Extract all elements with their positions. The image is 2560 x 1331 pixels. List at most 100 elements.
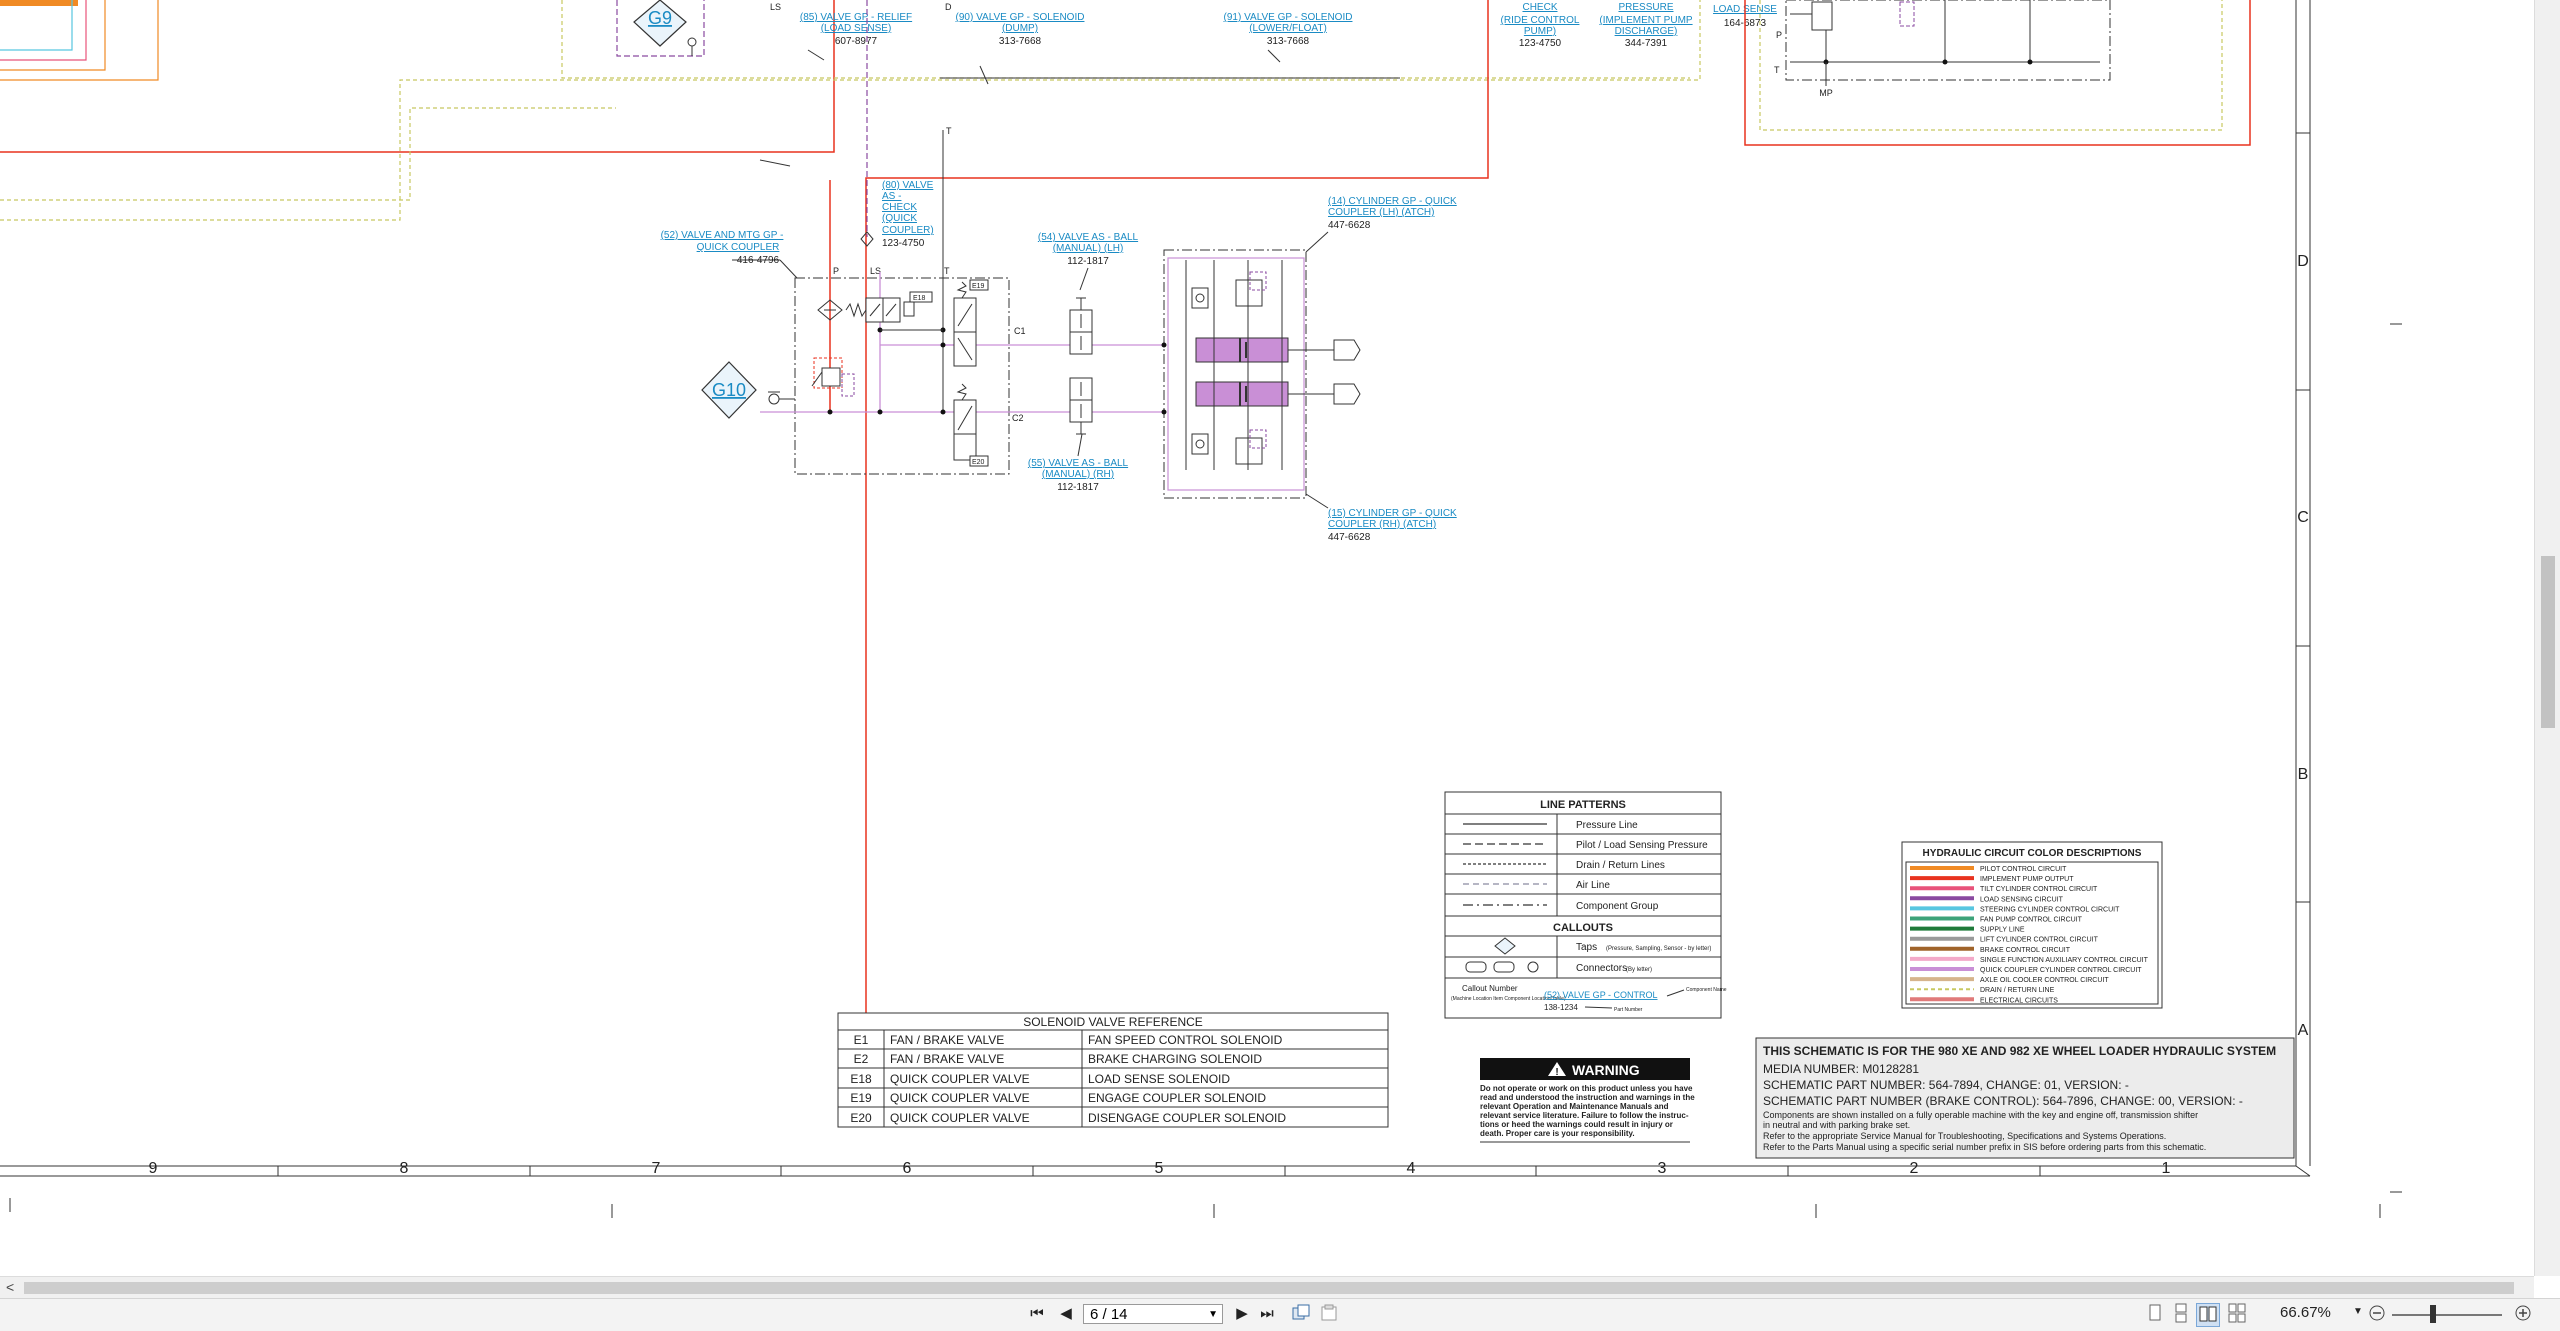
svg-text:CHECK: CHECK <box>882 202 917 213</box>
svg-text:D: D <box>945 2 952 12</box>
cyl-rh-link[interactable]: (15) CYLINDER GP - QUICK <box>1328 508 1457 519</box>
svg-text:LS: LS <box>870 266 881 276</box>
previous-page-button[interactable]: ◀ <box>1060 1305 1072 1322</box>
svg-text:(IMPLEMENT PUMP: (IMPLEMENT PUMP <box>1599 15 1692 26</box>
zoom-slider-track[interactable] <box>2392 1314 2502 1316</box>
two-page-view-icon[interactable] <box>2196 1303 2220 1327</box>
first-page-button[interactable]: ⏮ <box>1030 1305 1044 1322</box>
svg-text:THIS SCHEMATIC IS FOR THE 980: THIS SCHEMATIC IS FOR THE 980 XE AND 982… <box>1763 1044 2276 1058</box>
svg-text:T: T <box>946 126 952 136</box>
valve-solenoid-dump-link[interactable]: (90) VALVE GP - SOLENOID <box>956 12 1085 23</box>
svg-text:7: 7 <box>652 1160 661 1177</box>
check-ride-link[interactable]: CHECK <box>1522 2 1557 13</box>
cyl-lh-link[interactable]: (14) CYLINDER GP - QUICK <box>1328 196 1457 207</box>
paste-icon[interactable] <box>1318 1303 1340 1325</box>
horizontal-scroll-thumb[interactable] <box>24 1282 2514 1294</box>
svg-text:(52) VALVE GP - CONTROL: (52) VALVE GP - CONTROL <box>1544 990 1658 1000</box>
color-legend-label: LIFT CYLINDER CONTROL CIRCUIT <box>1980 937 2099 944</box>
svg-text:Air Line: Air Line <box>1576 880 1610 891</box>
warning-block: ! WARNING Do not operate or work on this… <box>1480 1058 1695 1143</box>
svg-text:Connectors: Connectors <box>1576 963 1627 974</box>
svg-text:(MANUAL) (RH): (MANUAL) (RH) <box>1042 469 1114 480</box>
svg-text:313-7668: 313-7668 <box>999 36 1042 47</box>
last-page-button[interactable]: ⏭ <box>1260 1305 1274 1322</box>
svg-text:(QUICK: (QUICK <box>882 213 917 224</box>
svg-text:AS -: AS - <box>882 191 901 202</box>
valve-mtg-link[interactable]: (52) VALVE AND MTG GP - <box>661 230 784 241</box>
svg-text:LOAD SENSE SOLENOID: LOAD SENSE SOLENOID <box>1088 1072 1230 1086</box>
svg-text:MEDIA NUMBER: M0128281: MEDIA NUMBER: M0128281 <box>1763 1062 1919 1076</box>
svg-text:Refer to the appropriate Servi: Refer to the appropriate Service Manual … <box>1763 1131 2166 1141</box>
svg-text:344-7391: 344-7391 <box>1625 38 1668 49</box>
svg-text:Components are shown installed: Components are shown installed on a full… <box>1763 1110 2198 1120</box>
coupler-cylinders: (14) CYLINDER GP - QUICK COUPLER (LH) (A… <box>1161 196 1457 543</box>
svg-text:(MANUAL) (LH): (MANUAL) (LH) <box>1053 243 1124 254</box>
zoom-out-icon[interactable] <box>2366 1303 2388 1325</box>
orange-tab <box>0 0 78 6</box>
svg-text:Callout Number: Callout Number <box>1462 984 1518 993</box>
svg-text:E18: E18 <box>913 295 926 302</box>
svg-text:E2: E2 <box>854 1052 869 1066</box>
svg-text:607-8977: 607-8977 <box>835 36 878 47</box>
zoom-in-icon[interactable] <box>2512 1303 2534 1325</box>
svg-text:8: 8 <box>400 1160 409 1177</box>
vertical-scrollbar[interactable] <box>2534 0 2560 1276</box>
svg-text:in neutral and with parking br: in neutral and with parking brake set. <box>1763 1120 1910 1130</box>
svg-text:(By letter): (By letter) <box>1626 967 1652 973</box>
svg-text:E19: E19 <box>972 283 985 290</box>
svg-text:1: 1 <box>2162 1160 2171 1177</box>
top-right-component: P T MP <box>1744 0 2251 146</box>
valve-ball-rh-link[interactable]: (55) VALVE AS - BALL <box>1028 458 1129 469</box>
svg-text:CALLOUTS: CALLOUTS <box>1553 922 1613 934</box>
single-page-view-icon[interactable] <box>2144 1303 2166 1325</box>
svg-text:(RIDE CONTROL: (RIDE CONTROL <box>1501 15 1580 26</box>
g10-tap: G10 <box>701 361 795 419</box>
color-legend-label: SUPPLY LINE <box>1980 927 2025 934</box>
svg-text:112-1817: 112-1817 <box>1067 256 1109 267</box>
color-legend-label: LOAD SENSING CIRCUIT <box>1980 896 2064 903</box>
svg-text:123-4750: 123-4750 <box>1519 38 1562 49</box>
color-legend-label: IMPLEMENT PUMP OUTPUT <box>1980 876 2074 883</box>
two-page-continuous-icon[interactable] <box>2226 1303 2248 1325</box>
copy-icon[interactable] <box>1290 1303 1312 1325</box>
svg-text:HYDRAULIC CIRCUIT COLOR DESCRI: HYDRAULIC CIRCUIT COLOR DESCRIPTIONS <box>1923 848 2142 859</box>
svg-text:E19: E19 <box>850 1091 872 1105</box>
svg-text:(LOWER/FLOAT): (LOWER/FLOAT) <box>1249 23 1327 34</box>
valve-relief-link[interactable]: (85) VALVE GP - RELIEF <box>800 12 912 23</box>
svg-text:C2: C2 <box>1012 413 1024 423</box>
color-legend-label: BRAKE CONTROL CIRCUIT <box>1980 947 2071 954</box>
color-legend-label: TILT CYLINDER CONTROL CIRCUIT <box>1980 886 2098 893</box>
zoom-dropdown-icon[interactable]: ▼ <box>2353 1306 2363 1317</box>
svg-text:WARNING: WARNING <box>1572 1062 1640 1078</box>
page-dropdown-icon[interactable]: ▼ <box>1208 1309 1218 1320</box>
horizontal-scrollbar[interactable]: < <box>0 1276 2534 1299</box>
zoom-slider-thumb[interactable] <box>2430 1305 2436 1323</box>
color-legend-label: AXLE OIL COOLER CONTROL CIRCUIT <box>1980 977 2109 984</box>
scroll-left-arrow[interactable]: < <box>6 1279 15 1295</box>
svg-text:6: 6 <box>903 1160 912 1177</box>
pressure-impl-link[interactable]: PRESSURE <box>1618 2 1673 13</box>
valve-solenoid-lower-link[interactable]: (91) VALVE GP - SOLENOID <box>1224 12 1353 23</box>
svg-text:(LOAD SENSE): (LOAD SENSE) <box>821 23 892 34</box>
valve-ball-lh-link[interactable]: (54) VALVE AS - BALL <box>1038 232 1139 243</box>
svg-text:Component Group: Component Group <box>1576 901 1659 912</box>
valve-check-qc-link[interactable]: (80) VALVE <box>882 180 934 191</box>
page-number-input[interactable]: 6 / 14 ▼ <box>1083 1304 1223 1324</box>
vertical-scroll-thumb[interactable] <box>2541 556 2555 728</box>
svg-text:MP: MP <box>1819 88 1833 98</box>
svg-text:SOLENOID VALVE REFERENCE: SOLENOID VALVE REFERENCE <box>1023 1015 1203 1029</box>
svg-text:E18: E18 <box>850 1072 872 1086</box>
svg-text:D: D <box>2297 253 2309 270</box>
svg-text:LINE PATTERNS: LINE PATTERNS <box>1540 799 1626 811</box>
schematic-sheet: G9 LS D (85) VALVE GP - RELIEF (LOAD SEN… <box>0 0 2402 1218</box>
continuous-view-icon[interactable] <box>2170 1303 2192 1325</box>
svg-text:ENGAGE COUPLER SOLENOID: ENGAGE COUPLER SOLENOID <box>1088 1091 1266 1105</box>
grid-col-labels: 9 8 7 6 5 4 3 2 1 <box>149 1160 2171 1177</box>
next-page-button[interactable]: ▶ <box>1236 1305 1248 1322</box>
svg-text:BRAKE CHARGING SOLENOID: BRAKE CHARGING SOLENOID <box>1088 1052 1262 1066</box>
zoom-level: 66.67% <box>2280 1304 2331 1321</box>
svg-text:3: 3 <box>1658 1160 1667 1177</box>
svg-text:313-7668: 313-7668 <box>1267 36 1310 47</box>
svg-text:death. Proper care is your res: death. Proper care is your responsibilit… <box>1480 1129 1635 1138</box>
ball-valves: (54) VALVE AS - BALL (MANUAL) (LH) 112-1… <box>1028 232 1139 493</box>
